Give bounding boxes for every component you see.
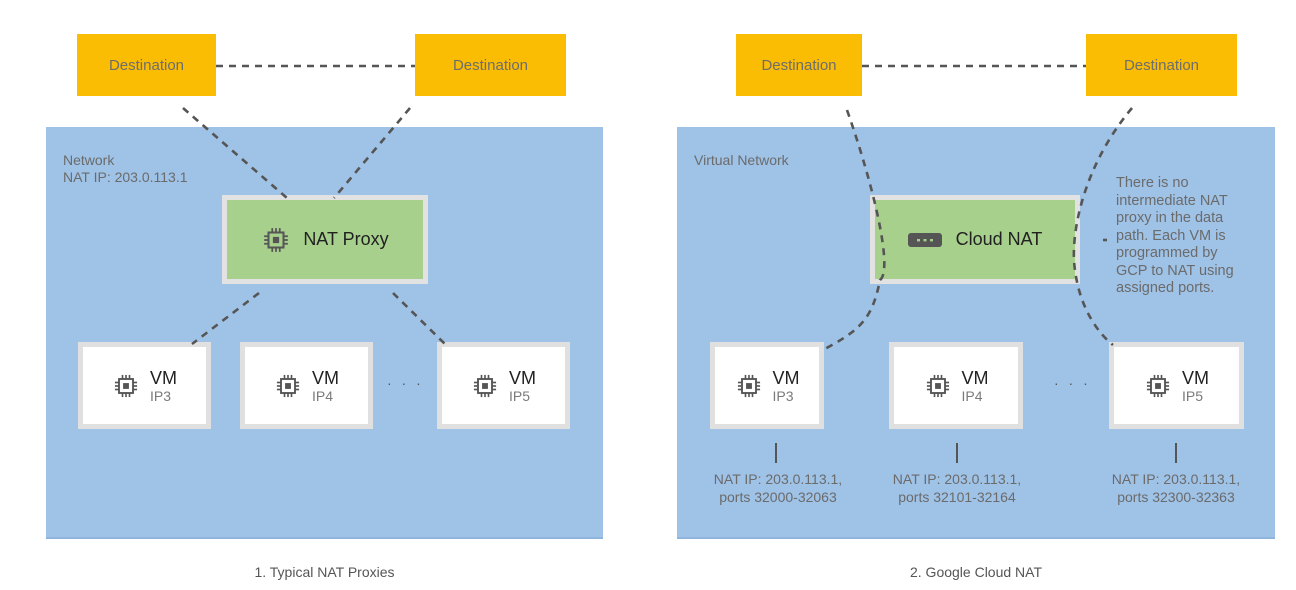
vm-name: VM <box>772 367 800 388</box>
vm-name: VM <box>1182 367 1209 388</box>
assigned-ports: ports 32101-32164 <box>898 489 1016 505</box>
destination-label: Destination <box>452 56 529 74</box>
chip-icon <box>264 227 289 252</box>
nat-proxy-label: NAT Proxy <box>303 229 389 249</box>
nat-to-vm <box>392 292 447 346</box>
cloud-nat-path <box>822 109 886 352</box>
vm-ip: IP5 <box>1182 387 1204 404</box>
assigned-nat-ip: NAT IP: 203.0.113.1, <box>892 471 1022 487</box>
note-line: There is no <box>1116 175 1189 191</box>
destination-box: Destination <box>1086 34 1237 96</box>
gateway-icon <box>907 232 942 247</box>
destination-box: Destination <box>415 34 566 96</box>
cloud-nat-note: There is no intermediate NAT proxy in th… <box>1116 175 1234 298</box>
vm-ip: IP3 <box>150 387 172 404</box>
note-line: proxy in the data <box>1116 210 1224 226</box>
vm-name: VM <box>509 367 536 388</box>
caption-cloud-nat: 2. Google Cloud NAT <box>909 564 1043 580</box>
cloud-nat-box: Cloud NAT <box>870 195 1080 284</box>
vm-connector <box>956 443 958 463</box>
vm-nat-assignment: NAT IP: 203.0.113.1, ports 32300-32363 <box>1086 470 1266 506</box>
vm-nat-assignment: NAT IP: 203.0.113.1, ports 32000-32063 <box>688 470 868 506</box>
assigned-nat-ip: NAT IP: 203.0.113.1, <box>1111 471 1241 487</box>
vm-name: VM <box>961 367 989 388</box>
note-line: GCP to NAT using <box>1116 262 1234 279</box>
network-name: Network <box>63 152 115 168</box>
note-line: path. Each VM is <box>1116 227 1226 244</box>
caption-typical: 1. Typical NAT Proxies <box>254 564 395 580</box>
destination-label: Destination <box>761 56 837 74</box>
destination-box: Destination <box>736 34 862 96</box>
vm-ip: IP3 <box>772 387 794 404</box>
vm-connector <box>1175 443 1177 463</box>
assigned-nat-ip: NAT IP: 203.0.113.1, <box>713 471 843 487</box>
vm-connector <box>775 443 777 463</box>
cloud-nat-label: Cloud NAT <box>955 229 1043 249</box>
ellipsis: · · · <box>387 375 424 391</box>
vm-ip: IP4 <box>961 387 983 404</box>
destination-label: Destination <box>1123 56 1200 74</box>
network-label: Network NAT IP: 203.0.113.1 <box>63 152 188 186</box>
note-line: assigned ports. <box>1116 280 1215 296</box>
destination-label: Destination <box>108 56 185 74</box>
vm-ip: IP4 <box>312 387 334 404</box>
note-line: intermediate NAT <box>1116 192 1228 209</box>
nat-to-vm <box>191 291 260 346</box>
vm-name: VM <box>312 367 339 388</box>
dest-to-nat <box>182 107 288 199</box>
network-nat-ip: NAT IP: 203.0.113.1 <box>63 169 188 185</box>
vm-ip: IP5 <box>509 387 531 404</box>
ellipsis: · · · <box>1054 375 1091 391</box>
assigned-ports: ports 32300-32363 <box>1117 489 1235 505</box>
note-line: programmed by <box>1116 245 1218 261</box>
destination-box: Destination <box>77 34 216 96</box>
virtual-network-label: Virtual Network <box>694 152 789 168</box>
assigned-ports: ports 32000-32063 <box>719 489 837 505</box>
nat-proxy-box: NAT Proxy <box>222 195 428 284</box>
cloud-nat-path <box>1072 107 1133 347</box>
dest-to-nat <box>333 107 411 199</box>
vm-nat-assignment: NAT IP: 203.0.113.1, ports 32101-32164 <box>867 470 1047 506</box>
vm-name: VM <box>150 367 177 388</box>
